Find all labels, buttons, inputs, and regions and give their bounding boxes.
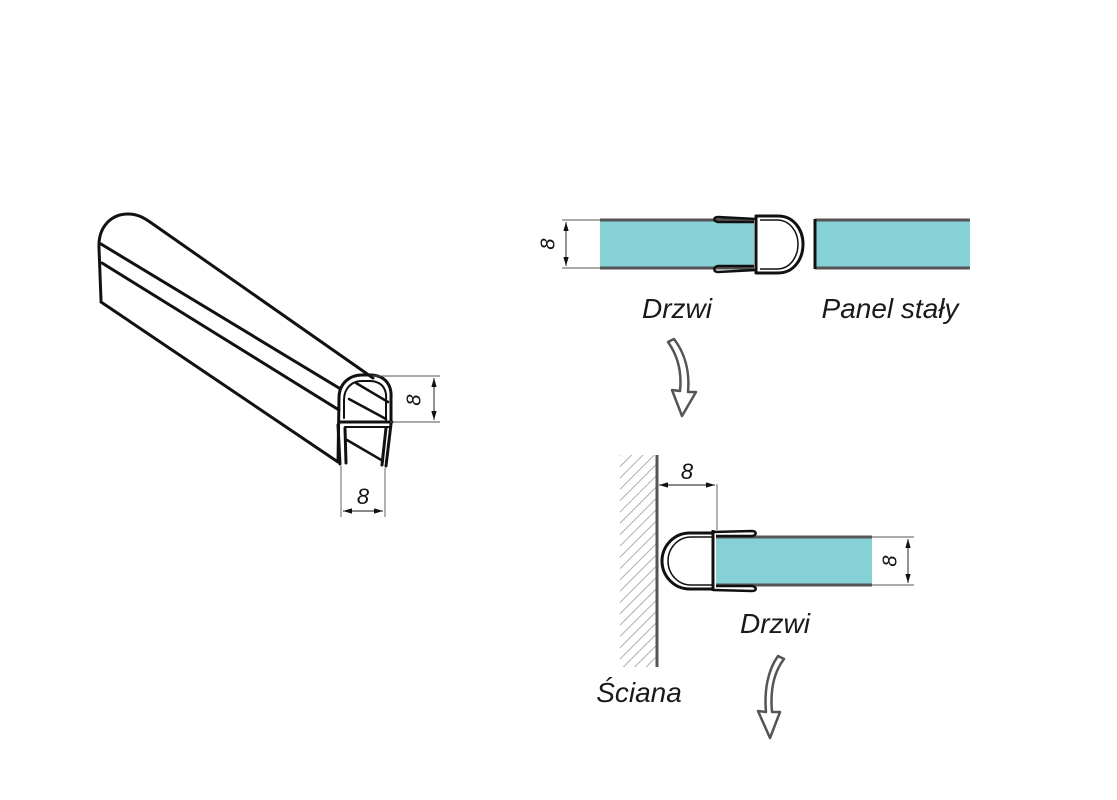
profile-top-edge bbox=[148, 220, 375, 380]
profile-dimensions bbox=[340, 375, 440, 517]
seal-profile-3d bbox=[97, 212, 394, 468]
wall-gap-dimension: 8 bbox=[681, 459, 694, 484]
wall-hatching bbox=[620, 455, 656, 667]
door-glass-dimension: 8 bbox=[879, 555, 901, 566]
fixed-panel-label: Panel stały bbox=[822, 293, 961, 324]
profile-ridge-1 bbox=[99, 242, 341, 390]
door-glass bbox=[600, 220, 754, 268]
door-label-top: Drzwi bbox=[642, 293, 713, 324]
profile-back-end bbox=[97, 212, 152, 302]
profile-ridge-2 bbox=[100, 261, 341, 412]
profile-front-d bbox=[336, 373, 393, 464]
door-to-panel-detail bbox=[562, 214, 970, 275]
seal-door-panel bbox=[713, 214, 805, 275]
door-panel-dimension: 8 bbox=[537, 238, 559, 249]
door-label-bottom: Drzwi bbox=[740, 608, 811, 639]
profile-front-d-inner bbox=[343, 380, 388, 421]
door-glass-bottom bbox=[716, 537, 872, 585]
wall-label: Ściana bbox=[596, 676, 682, 708]
flow-arrow-icon-2 bbox=[756, 654, 786, 740]
profile-bottom-edge bbox=[99, 300, 340, 464]
panel-glass bbox=[815, 220, 970, 268]
seal-door-wall bbox=[660, 529, 757, 593]
profile-height-dimension: 8 bbox=[403, 394, 425, 405]
profile-width-dimension: 8 bbox=[357, 484, 370, 509]
door-to-wall-detail bbox=[620, 455, 914, 667]
flow-arrow-icon bbox=[666, 337, 698, 418]
